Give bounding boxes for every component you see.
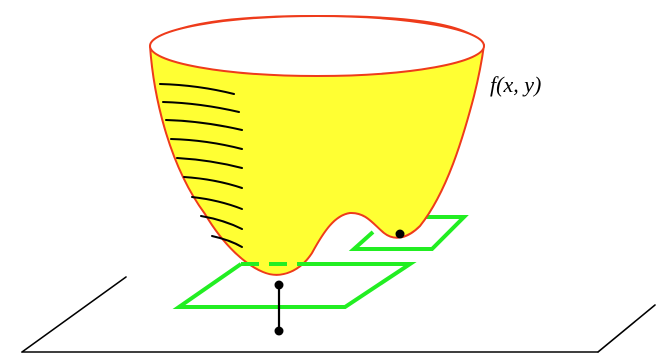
function-label: f(x, y) bbox=[490, 72, 541, 97]
global-minimum-square bbox=[172, 262, 417, 309]
local-minimum-square-solid-edges bbox=[348, 215, 469, 251]
contour-line bbox=[191, 196, 243, 210]
contour-line bbox=[165, 119, 243, 131]
contour-lines bbox=[159, 83, 243, 248]
contour-line bbox=[200, 215, 243, 230]
contour-line bbox=[159, 83, 235, 95]
bowl-rim bbox=[149, 15, 485, 77]
global-minimum-square-solid-edges bbox=[172, 262, 417, 309]
ground-projection-point bbox=[274, 326, 284, 336]
ground-plane bbox=[21, 276, 656, 353]
contour-line bbox=[170, 138, 243, 150]
local-minimum-point bbox=[395, 229, 405, 239]
contour-line bbox=[183, 176, 243, 189]
ground-plane-left-edge bbox=[21, 276, 127, 353]
contour-line bbox=[211, 235, 243, 248]
ground-plane-right-edge bbox=[597, 304, 656, 353]
global-minimum-point bbox=[274, 280, 284, 290]
contour-line bbox=[176, 157, 243, 169]
contour-line bbox=[162, 101, 240, 113]
